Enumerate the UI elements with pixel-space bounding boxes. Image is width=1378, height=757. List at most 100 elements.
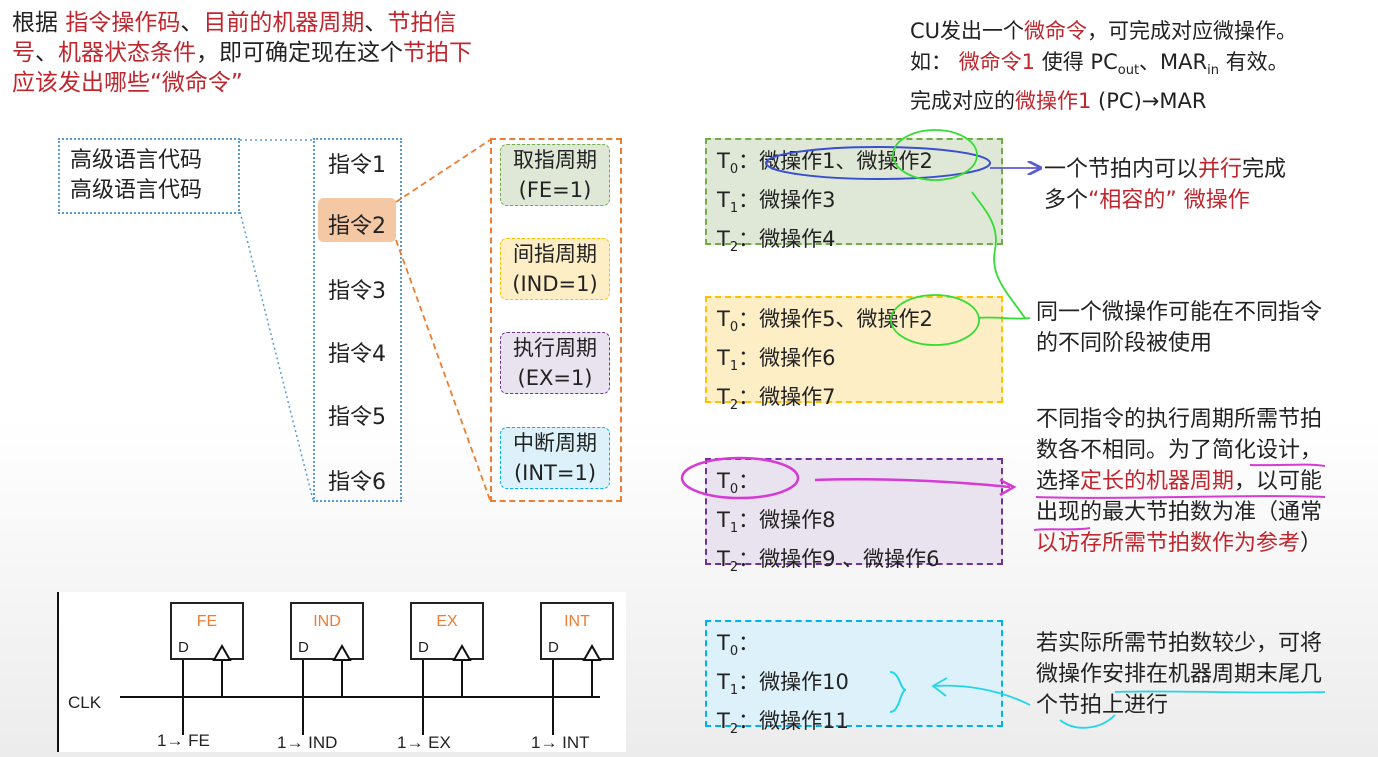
phase-flag: (INT=1) bbox=[513, 461, 597, 485]
cu-line-1: CU发出一个微命令，可完成对应微操作。 bbox=[910, 16, 1378, 47]
t-label: T bbox=[717, 709, 730, 734]
timing-row: T1：微操作8 bbox=[717, 505, 991, 544]
high-level-code-line: 高级语言代码 bbox=[70, 178, 203, 203]
note-reuse: 同一个微操作可能在不同指令的不同阶段被使用 bbox=[1036, 300, 1323, 356]
text: 如： bbox=[910, 50, 959, 74]
timing-row: T2：微操作9 、微操作6 bbox=[717, 544, 991, 583]
t-ops: ： bbox=[738, 631, 760, 655]
t-label: T bbox=[717, 547, 730, 572]
t-label: T bbox=[717, 346, 730, 371]
t-index: 2 bbox=[729, 240, 739, 256]
note-line: 多个“相容的” 微操作 bbox=[1044, 185, 1364, 216]
t-ops: ：微操作7 bbox=[738, 385, 836, 410]
t-ops: ：微操作1、微操作2 bbox=[738, 149, 933, 173]
text-red: 并行 bbox=[1198, 157, 1243, 182]
flipflop-int: INT D bbox=[540, 602, 614, 660]
timing-row: T1：微操作10 bbox=[717, 667, 991, 706]
d-pin-label: D bbox=[418, 639, 429, 656]
t-label: T bbox=[717, 307, 730, 331]
t-index: 2 bbox=[729, 398, 739, 414]
t-ops: ：微操作4 bbox=[738, 227, 836, 252]
phase-flag: (IND=1) bbox=[512, 272, 598, 296]
execute-timing-box: T0： T1：微操作8 T2：微操作9 、微操作6 bbox=[705, 458, 1003, 576]
flipflop-label: INT bbox=[564, 613, 590, 630]
text: (PC)→MAR bbox=[1091, 89, 1207, 114]
indirect-timing-box: T0：微操作5、微操作2 T1：微操作6 T2：微操作7 bbox=[705, 296, 1003, 414]
instruction-item: 指令3 bbox=[328, 279, 386, 304]
t-index: 0 bbox=[729, 320, 739, 336]
instruction-item: 指令4 bbox=[328, 342, 386, 367]
text: ） bbox=[1300, 531, 1323, 556]
zoom-line bbox=[239, 211, 314, 501]
high-level-code-box: 高级语言代码 高级语言代码 bbox=[58, 138, 240, 214]
text: 一个节拍内可以 bbox=[1044, 157, 1199, 182]
t-index: 2 bbox=[729, 722, 739, 738]
text-red: 定长的机器周期 bbox=[1080, 469, 1235, 494]
phase-name: 中断周期 bbox=[513, 431, 597, 455]
text-red: 微命令 bbox=[1024, 19, 1088, 43]
instruction-list-box bbox=[313, 138, 402, 502]
t-index: 1 bbox=[729, 201, 739, 217]
clk-label: CLK bbox=[68, 693, 102, 712]
t-label: T bbox=[717, 149, 730, 173]
input-label: 1→ EX bbox=[397, 733, 451, 752]
t-index: 0 bbox=[729, 644, 739, 660]
t-label: T bbox=[717, 670, 730, 695]
t-index: 0 bbox=[729, 162, 739, 178]
phase-name: 执行周期 bbox=[513, 336, 597, 360]
note-parallel: 一个节拍内可以并行完成 多个“相容的” 微操作 bbox=[1044, 154, 1364, 216]
intro-part: 、 bbox=[35, 40, 58, 66]
subscript: out bbox=[1117, 63, 1140, 79]
t-ops: ：微操作9 、微操作6 bbox=[738, 547, 940, 572]
text: CU发出一个 bbox=[910, 19, 1025, 43]
intro-highlight: 目前的机器周期 bbox=[203, 10, 365, 36]
t-label: T bbox=[717, 508, 730, 533]
subscript: in bbox=[1207, 63, 1219, 79]
t-ops: ：微操作10 bbox=[738, 670, 849, 695]
timing-row: T0： bbox=[717, 466, 991, 505]
d-pin-label: D bbox=[298, 639, 309, 656]
intro-part: ，即可确定现在这个 bbox=[196, 40, 403, 66]
t-label: T bbox=[717, 227, 730, 252]
text: 不同指令的执行周期所需节拍数各不相同。为了简化设计，选择 bbox=[1036, 407, 1323, 494]
instruction-item: 指令5 bbox=[328, 405, 386, 430]
t-ops: ：微操作6 bbox=[738, 346, 836, 371]
t-ops: ：微操作5、微操作2 bbox=[738, 307, 933, 331]
cu-explanation: CU发出一个微命令，可完成对应微操作。 如： 微命令1 使得 PCout、MAR… bbox=[910, 16, 1378, 117]
t-ops: ：微操作11 bbox=[738, 709, 849, 734]
note-end-of-cycle: 若实际所需节拍数较少，可将微操作安排在机器周期末尾几个节拍上进行 bbox=[1036, 631, 1323, 718]
intro-text: 根据 指令操作码、目前的机器周期、节拍信号、机器状态条件，即可确定现在这个节拍下… bbox=[12, 8, 482, 98]
d-pin-label: D bbox=[178, 639, 189, 656]
phase-name: 取指周期 bbox=[513, 148, 597, 172]
timing-row: T2：微操作11 bbox=[717, 706, 991, 745]
input-label: 1→ INT bbox=[531, 733, 590, 752]
instruction-item: 指令1 bbox=[328, 153, 386, 178]
timing-row: T0：微操作1、微操作2 bbox=[717, 146, 991, 185]
input-label: 1→ IND bbox=[277, 733, 338, 752]
text: 完成对应的 bbox=[910, 89, 1015, 114]
zoom-line bbox=[395, 239, 491, 501]
timing-row: T2：微操作4 bbox=[717, 224, 991, 263]
phase-interrupt: 中断周期 (INT=1) bbox=[500, 427, 610, 489]
flipflop-label: EX bbox=[436, 613, 458, 630]
t-index: 1 bbox=[729, 683, 739, 699]
t-label: T bbox=[717, 385, 730, 410]
instruction-highlight bbox=[318, 198, 396, 242]
t-label: T bbox=[717, 631, 730, 655]
timing-row: T1：微操作6 bbox=[717, 343, 991, 382]
input-label: 1→ FE bbox=[157, 731, 210, 750]
timing-row: T0：微操作5、微操作2 bbox=[717, 304, 991, 343]
d-pin-label: D bbox=[548, 639, 559, 656]
t-ops: ： bbox=[738, 469, 760, 493]
phase-indirect: 间指周期(IND=1) bbox=[500, 238, 610, 300]
intro-part: 、 bbox=[364, 10, 388, 36]
flipflop-label: IND bbox=[313, 613, 341, 630]
t-index: 0 bbox=[729, 482, 739, 498]
text: ，可完成对应微操作。 bbox=[1087, 19, 1298, 43]
interrupt-timing-box: T0： T1：微操作10 T2：微操作11 bbox=[705, 620, 1003, 738]
t-ops: ：微操作3 bbox=[738, 188, 836, 213]
cu-line-3: 完成对应的微操作1 (PC)→MAR bbox=[910, 86, 1378, 117]
text: 使得 PC bbox=[1035, 50, 1118, 74]
text: 完成 bbox=[1242, 157, 1287, 182]
